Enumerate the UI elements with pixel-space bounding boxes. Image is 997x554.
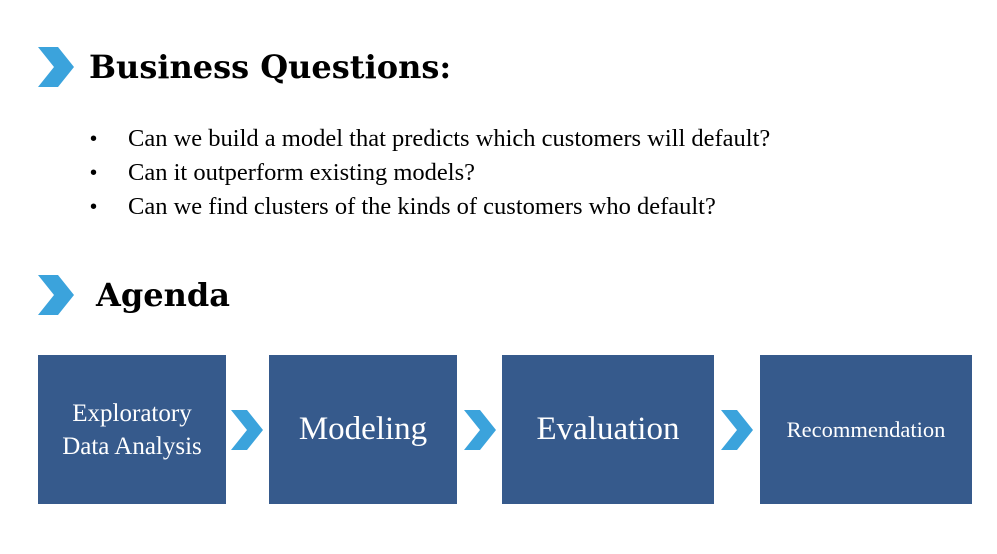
list-item: • Can we build a model that predicts whi… [90,122,770,156]
step-label: Modeling [298,411,428,447]
list-item-text: Can we build a model that predicts which… [128,125,771,152]
list-item: • Can we find clusters of the kinds of c… [90,190,770,224]
list-item: • Can it outperform existing models? [90,156,770,190]
bullet-icon: • [90,128,98,150]
bullet-icon: • [90,162,98,184]
chevron-right-icon [38,275,74,315]
step-label: Evaluation [536,411,680,447]
list-item-text: Can it outperform existing models? [128,159,476,186]
agenda-title: Agenda [96,276,230,314]
list-item-text: Can we find clusters of the kinds of cus… [128,193,716,220]
chevron-right-icon [38,47,74,87]
arrow-right-icon [231,410,263,450]
arrow-right-icon [464,410,496,450]
business-questions-title: Business Questions: [89,48,452,86]
agenda-step-evaluation: Evaluation [502,355,714,504]
agenda-step-recommendation: Recommendation [760,355,972,504]
arrow-right-icon [721,410,753,450]
business-questions-list: • Can we build a model that predicts whi… [90,122,770,224]
step-label: Exploratory Data Analysis [62,399,202,460]
step-label: Recommendation [786,416,946,442]
bullet-icon: • [90,196,98,218]
agenda-step-modeling: Modeling [269,355,457,504]
agenda-step-eda: Exploratory Data Analysis [38,355,226,504]
